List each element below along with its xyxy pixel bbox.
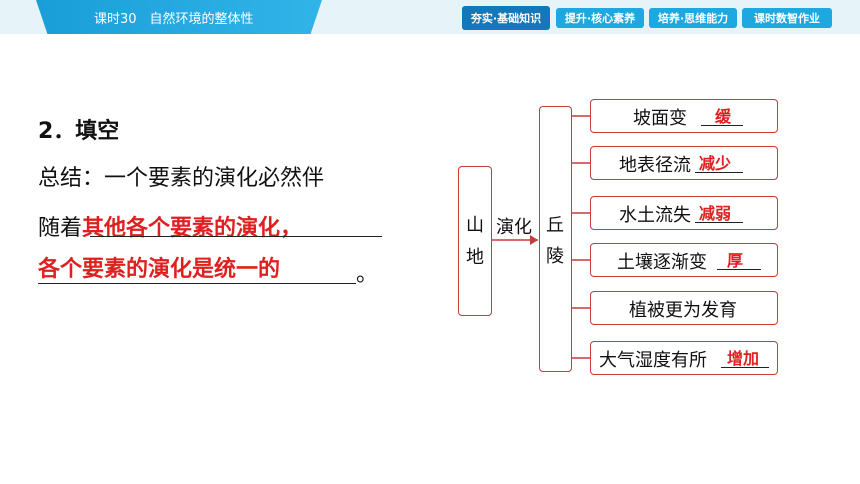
answer-blank-2: 各个要素的演化是统一的 bbox=[38, 257, 281, 282]
item-humidity: 大气湿度有所 增加 bbox=[590, 341, 778, 375]
item-answer: 减弱 bbox=[699, 204, 732, 223]
item-underline bbox=[695, 172, 743, 173]
tab-core-literacy[interactable]: 提升·核心素养 bbox=[556, 8, 644, 28]
item-underline bbox=[717, 269, 761, 270]
item-answer: 厚 bbox=[727, 251, 744, 270]
underline-2 bbox=[38, 283, 356, 284]
item-underline bbox=[701, 125, 743, 126]
item-label: 土壤逐渐变 bbox=[617, 252, 707, 273]
item-label: 坡面变 bbox=[633, 108, 687, 129]
item-vegetation: 植被更为发育 bbox=[590, 291, 778, 325]
item-label: 地表径流 bbox=[619, 155, 691, 176]
item-label: 植被更为发育 bbox=[629, 300, 737, 321]
item-answer: 减少 bbox=[699, 154, 732, 173]
summary-line-1: 总结：一个要素的演化必然伴 bbox=[38, 166, 325, 191]
source-char-2: 地 bbox=[466, 247, 484, 268]
section-heading: 2．填空 bbox=[38, 119, 120, 144]
arrow-char-1: 演 bbox=[496, 217, 514, 238]
lesson-title: 课时30 自然环境的整体性 bbox=[94, 12, 254, 27]
arrow-char-2: 化 bbox=[514, 217, 532, 238]
underline-1 bbox=[90, 236, 382, 237]
target-char-1: 丘 bbox=[546, 215, 564, 236]
item-runoff: 地表径流 减少 bbox=[590, 146, 778, 180]
summary-line-2-prefix: 随着 bbox=[38, 216, 83, 241]
target-char-2: 陵 bbox=[546, 246, 564, 267]
arrow-label: 演化 bbox=[496, 213, 532, 239]
item-label: 大气湿度有所 bbox=[599, 350, 707, 371]
item-soil-thickness: 土壤逐渐变 厚 bbox=[590, 243, 778, 277]
end-mark: 。 bbox=[356, 262, 379, 287]
item-underline bbox=[695, 222, 743, 223]
item-answer: 增加 bbox=[727, 349, 760, 368]
summary-line-3: 各个要素的演化是统一的 bbox=[38, 251, 280, 283]
item-underline bbox=[721, 367, 769, 368]
item-slope: 坡面变 缓 bbox=[590, 99, 778, 133]
target-box-hills: 丘 陵 bbox=[539, 106, 572, 372]
item-answer: 缓 bbox=[715, 107, 732, 126]
item-soil-erosion: 水土流失 减弱 bbox=[590, 196, 778, 230]
tab-foundation-knowledge[interactable]: 夯实·基础知识 bbox=[462, 6, 550, 30]
source-char-1: 山 bbox=[466, 215, 484, 236]
lesson-title-tab: 课时30 自然环境的整体性 bbox=[36, 0, 322, 34]
item-label: 水土流失 bbox=[619, 205, 691, 226]
source-box-mountain: 山 地 bbox=[458, 166, 492, 316]
tab-thinking-ability[interactable]: 培养·思维能力 bbox=[649, 8, 737, 28]
tab-homework[interactable]: 课时数智作业 bbox=[742, 8, 832, 28]
